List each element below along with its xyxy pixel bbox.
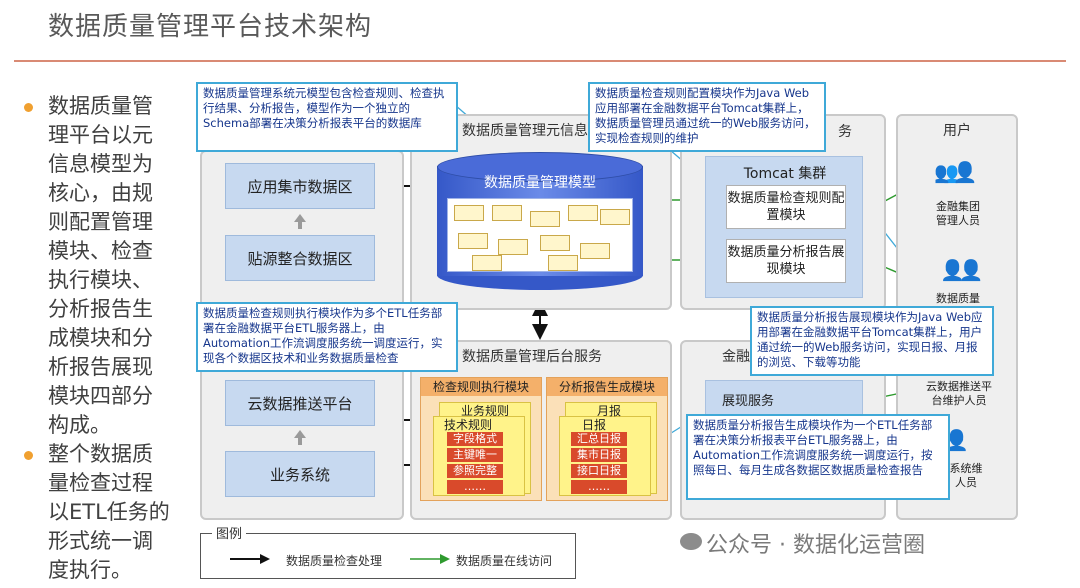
report-chip: 汇总日报 bbox=[571, 432, 627, 446]
bullet-text: 整个数据质量检查过程以ETL任务的形式统一调度执行。 bbox=[48, 440, 180, 585]
user-label: 系统维人员 bbox=[926, 462, 1006, 490]
display-service-label: 展现服务 bbox=[722, 394, 775, 409]
bullet-line: 分析报告生 bbox=[48, 297, 153, 321]
user-label-line: 台维护人员 bbox=[931, 394, 987, 407]
stack-label: 日报 bbox=[581, 418, 606, 432]
stack-label: 业务规则 bbox=[460, 404, 509, 418]
database-label: 数据质量管理模型 bbox=[484, 175, 596, 191]
user-group-icon: 👥👤 bbox=[934, 160, 978, 184]
bullet-text: 数据质量管理平台以元信息模型为核心，由规则配置管理模块、检查执行模块、分析报告生… bbox=[48, 92, 180, 440]
bullet-line: 信息模型为 bbox=[48, 152, 153, 176]
legend-green-arrow-icon bbox=[410, 554, 450, 564]
title-divider bbox=[14, 60, 1066, 62]
rule-chip: 字段格式 bbox=[447, 432, 503, 446]
user-label-line: 管理人员 bbox=[936, 214, 980, 227]
callout-report-display: 数据质量分析报告展现模块作为Java Web应用部署在金融数据平台Tomcat集… bbox=[750, 306, 994, 376]
bullet-dot-icon bbox=[24, 451, 33, 460]
bullet-line: 执行模块、 bbox=[48, 268, 153, 292]
zone-box: 应用集市数据区 bbox=[225, 163, 375, 209]
bullet-line: 数据质量管 bbox=[48, 94, 153, 118]
up-arrow-icon bbox=[294, 430, 306, 446]
report-chip: …… bbox=[571, 480, 627, 494]
page-title: 数据质量管理平台技术架构 bbox=[48, 12, 373, 42]
bullet-list: 数据质量管理平台以元信息模型为核心，由规则配置管理模块、检查执行模块、分析报告生… bbox=[20, 92, 180, 585]
metadata-panel-title: 数据质量管理元信息 bbox=[462, 123, 588, 139]
rule-chip: 主键唯一 bbox=[447, 448, 503, 462]
report-chip: 集市日报 bbox=[571, 448, 627, 462]
bullet-line: 理平台以元 bbox=[48, 123, 153, 147]
database-cylinder: 数据质量管理模型 bbox=[437, 152, 643, 290]
bullet-line: 模块四部分 bbox=[48, 384, 153, 408]
callout-report-gen: 数据质量分析报告生成模块作为一个ETL任务部署在决策分析报表平台ETL服务器上，… bbox=[686, 414, 950, 500]
report-display-module: 数据质量分析报告展现模块 bbox=[726, 239, 846, 283]
rule-chip: 参照完整 bbox=[447, 464, 503, 478]
web-service-panel-title: 务 bbox=[838, 124, 852, 140]
rule-exec-module-title: 检查规则执行模块 bbox=[421, 378, 541, 396]
zone-box: 贴源整合数据区 bbox=[225, 235, 375, 281]
rule-exec-module: 检查规则执行模块 业务规则 技术规则 字段格式 主键唯一 参照完整 …… bbox=[420, 377, 542, 501]
callout-rule-config: 数据质量检查规则配置模块作为Java Web应用部署在金融数据平台Tomcat集… bbox=[588, 82, 826, 152]
wechat-icon bbox=[680, 533, 702, 550]
watermark: 公众号 · 数据化运营圈 bbox=[706, 533, 925, 558]
bullet-line: 整个数据质 bbox=[48, 442, 153, 466]
rule-chip: …… bbox=[447, 480, 503, 494]
bullet-line: 量检查过程 bbox=[48, 471, 153, 495]
bullet-line: 模块、检查 bbox=[48, 239, 153, 263]
user-icon: 👤👤 bbox=[940, 258, 984, 282]
rule-config-module: 数据质量检查规则配置模块 bbox=[726, 185, 846, 229]
legend-title: 图例 bbox=[212, 523, 247, 542]
callout-rule-exec: 数据质量检查规则执行模块作为多个ETL任务部署在金融数据平台ETL服务器上，由A… bbox=[196, 302, 458, 372]
user-label: 金融集团管理人员 bbox=[914, 200, 1002, 228]
zone-box: 云数据推送平台 bbox=[225, 380, 375, 426]
bullet-line: 以ETL任务的 bbox=[48, 500, 170, 524]
tomcat-cluster-title: Tomcat 集群 bbox=[743, 166, 827, 182]
user-label-line: 金融集团 bbox=[936, 200, 980, 213]
bullet-dot-icon bbox=[24, 103, 33, 112]
report-gen-module-title: 分析报告生成模块 bbox=[547, 378, 667, 396]
bullet-line: 核心，由规 bbox=[48, 181, 153, 205]
legend-black-arrow-icon bbox=[230, 554, 270, 564]
legend-green-label: 数据质量在线访问 bbox=[456, 554, 553, 568]
stack-label: 技术规则 bbox=[443, 418, 492, 432]
user-label: 云数据推送平台维护人员 bbox=[904, 380, 1014, 408]
bullet-line: 析报告展现 bbox=[48, 355, 153, 379]
bullet-item: 数据质量管理平台以元信息模型为核心，由规则配置管理模块、检查执行模块、分析报告生… bbox=[20, 92, 180, 440]
up-arrow-icon bbox=[294, 214, 306, 230]
bullet-line: 度执行。 bbox=[48, 558, 132, 582]
bullet-line: 则配置管理 bbox=[48, 210, 153, 234]
backend-panel-title: 数据质量管理后台服务 bbox=[462, 349, 602, 365]
bullet-line: 成模块和分 bbox=[48, 326, 153, 350]
erd-thumbnail bbox=[447, 198, 633, 272]
legend-black-label: 数据质量检查处理 bbox=[286, 554, 383, 568]
user-label-line: 云数据推送平 bbox=[926, 380, 992, 393]
legend-box bbox=[200, 533, 576, 579]
bullet-line: 形式统一调 bbox=[48, 529, 153, 553]
bullet-line: 构成。 bbox=[48, 413, 111, 437]
user-label-line: 人员 bbox=[955, 476, 977, 489]
user-label: 数据质量 bbox=[936, 292, 980, 305]
users-panel-title: 用户 bbox=[943, 123, 971, 139]
callout-metamodel: 数据质量管理系统元模型包含检查规则、检查执行结果、分析报告，模型作为一个独立的S… bbox=[196, 82, 458, 152]
stack-label: 月报 bbox=[596, 404, 621, 418]
report-chip: 接口日报 bbox=[571, 464, 627, 478]
zone-box: 业务系统 bbox=[225, 451, 375, 497]
financial-panel-title: 金融 bbox=[722, 349, 750, 365]
bullet-item: 整个数据质量检查过程以ETL任务的形式统一调度执行。 bbox=[20, 440, 180, 585]
report-gen-module: 分析报告生成模块 月报 日报 汇总日报 集市日报 接口日报 …… bbox=[546, 377, 668, 501]
tomcat-cluster: Tomcat 集群 数据质量检查规则配置模块 数据质量分析报告展现模块 bbox=[705, 156, 863, 298]
user-label-line: 系统维 bbox=[949, 462, 983, 475]
